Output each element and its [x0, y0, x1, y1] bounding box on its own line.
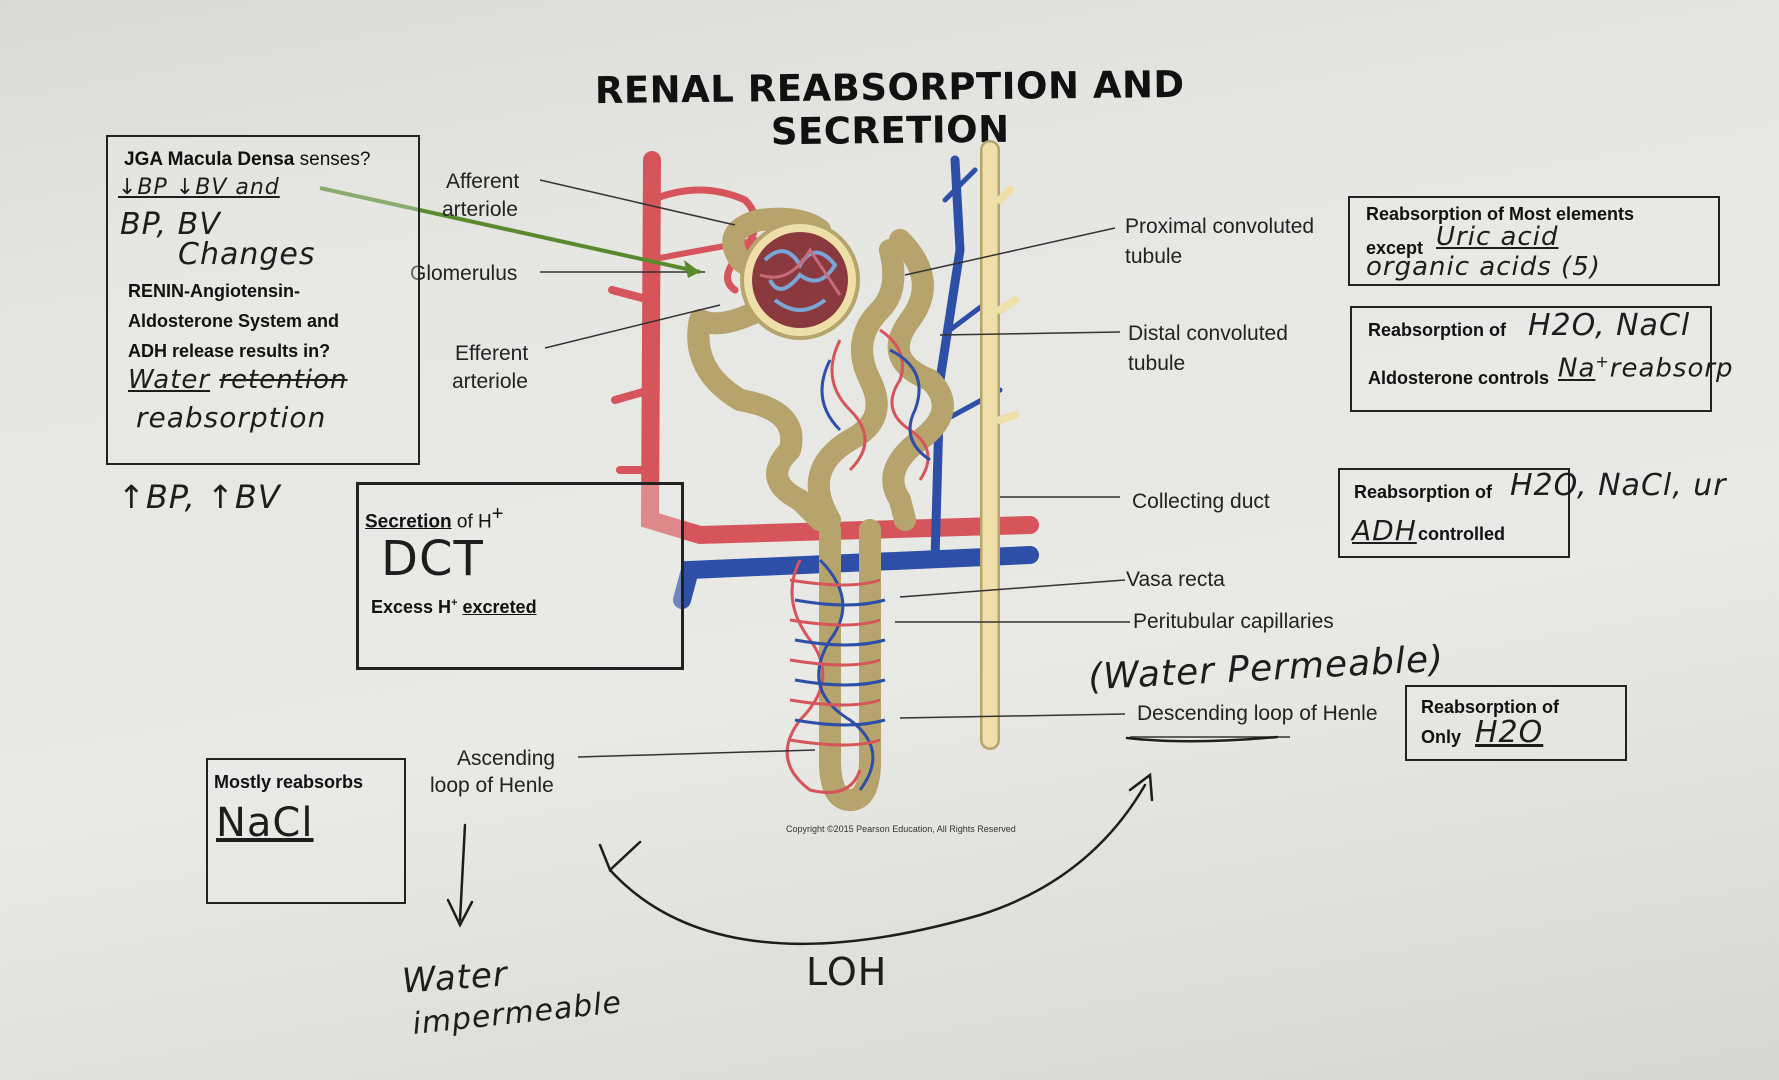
- secretion-printed-text: Excess H: [371, 597, 452, 617]
- label-descending: Descending loop of Henle: [1137, 702, 1378, 725]
- jga-hand-water: Water: [128, 365, 211, 395]
- label-pct-2: tubule: [1125, 245, 1183, 268]
- desc-printed-1: Reabsorption of: [1421, 697, 1559, 717]
- desc-box: Reabsorption of Only H2O: [1405, 685, 1627, 761]
- peritubular-capillary-network: [785, 328, 931, 794]
- secretion-heading-rest: of H: [451, 511, 492, 533]
- secretion-box: Secretion of H+ DCT Excess H+ excreted: [356, 482, 684, 670]
- label-efferent: Efferent: [455, 342, 529, 365]
- cd-hand-1: H2O, NaCl, ur: [1510, 468, 1727, 503]
- jga-printed-1: RENIN-Angiotensin-: [128, 281, 300, 301]
- label-glomerulus: Glomerulus: [410, 262, 518, 285]
- label-afferent-2: arteriole: [442, 198, 518, 221]
- secretion-heading: Secretion of H+: [365, 503, 503, 533]
- dct-box: Reabsorption of H2O, NaCl Aldosterone co…: [1350, 306, 1733, 412]
- desc-printed-2: Only: [1421, 727, 1462, 747]
- pct-hand-1: Uric acid: [1436, 222, 1559, 252]
- jga-printed-2: Aldosterone System and: [128, 311, 340, 331]
- jga-hand-line1: ↓BP ↓BV and: [118, 175, 280, 200]
- label-vasa-recta: Vasa recta: [1126, 568, 1225, 591]
- pct-printed-1: Reabsorption of Most elements: [1366, 204, 1635, 224]
- jga-hand-line3: Changes: [178, 237, 316, 272]
- dct-hand-reabsorp: reabsorp: [1609, 353, 1734, 384]
- label-pct: Proximal convoluted: [1125, 215, 1315, 238]
- glomerulus-capsule: [740, 220, 860, 340]
- label-dct-2: tubule: [1128, 352, 1186, 375]
- dct-hand-2: Na+reabsorp: [1558, 352, 1734, 384]
- desc-hand: H2O: [1475, 715, 1544, 750]
- label-dct: Distal convoluted: [1128, 322, 1288, 345]
- secretion-printed-u: excreted: [462, 597, 537, 617]
- secretion-hand-dct: DCT: [381, 531, 484, 587]
- label-ascending: Ascending: [457, 747, 556, 770]
- jga-heading-bold: JGA Macula Densa: [124, 149, 295, 170]
- nacl-box: Mostly reabsorbs NaCl: [206, 758, 406, 904]
- dct-hand-na: Na: [1558, 353, 1596, 384]
- label-collecting-duct: Collecting duct: [1132, 490, 1270, 513]
- note-bp-bv-up: ↑BP, ↑BV: [118, 478, 281, 516]
- label-ascending-2: loop of Henle: [430, 774, 554, 797]
- pct-printed-2: except: [1366, 238, 1424, 258]
- note-loh: LOH: [806, 950, 888, 994]
- dct-hand-1: H2O, NaCl: [1528, 308, 1691, 343]
- nephron-tubule: [698, 219, 943, 811]
- jga-heading: JGA Macula Densa senses?: [124, 149, 370, 171]
- dct-printed-2: Aldosterone controls: [1368, 368, 1550, 388]
- note-water: Water: [400, 954, 510, 1002]
- nacl-printed: Mostly reabsorbs: [214, 772, 364, 792]
- jga-hand-struck: retention: [219, 365, 348, 395]
- hand-drawn-arrows: [446, 735, 1279, 946]
- jga-hand-reabsorption: reabsorption: [136, 401, 327, 434]
- cd-printed-2: controlled: [1418, 524, 1506, 544]
- nacl-hand: NaCl: [216, 800, 314, 846]
- secretion-printed: Excess H+ excreted: [371, 597, 537, 618]
- jga-hand-answer: Water retention: [128, 365, 348, 395]
- label-peritubular: Peritubular capillaries: [1133, 610, 1334, 633]
- copyright-notice: Copyright ©2015 Pearson Education, All R…: [786, 824, 1016, 834]
- secretion-heading-sup: +: [491, 503, 504, 525]
- collecting-duct-tube: [980, 140, 1019, 750]
- jga-heading-rest: senses?: [294, 149, 371, 170]
- jga-pointer-arrow: [319, 186, 701, 278]
- jga-box: JGA Macula Densa senses? ↓BP ↓BV and BP,…: [106, 135, 420, 465]
- label-afferent: Afferent: [446, 170, 520, 193]
- jga-printed-3: ADH release results in?: [128, 341, 331, 361]
- cd-box: Reabsorption of H2O, NaCl, ur ADH contro…: [1338, 468, 1726, 558]
- secretion-printed-sup: +: [451, 597, 458, 609]
- jga-hand-line2: BP, BV: [120, 207, 221, 242]
- cd-hand-2: ADH: [1352, 514, 1417, 547]
- label-efferent-2: arteriole: [452, 370, 528, 393]
- pct-box: Reabsorption of Most elements except Uri…: [1348, 196, 1720, 286]
- pct-hand-2: organic acids (5): [1366, 252, 1601, 282]
- cd-printed-1: Reabsorption of: [1354, 482, 1492, 502]
- secretion-heading-u: Secretion: [365, 511, 452, 533]
- dct-printed-1: Reabsorption of: [1368, 320, 1506, 340]
- dct-hand-sup: +: [1595, 352, 1610, 371]
